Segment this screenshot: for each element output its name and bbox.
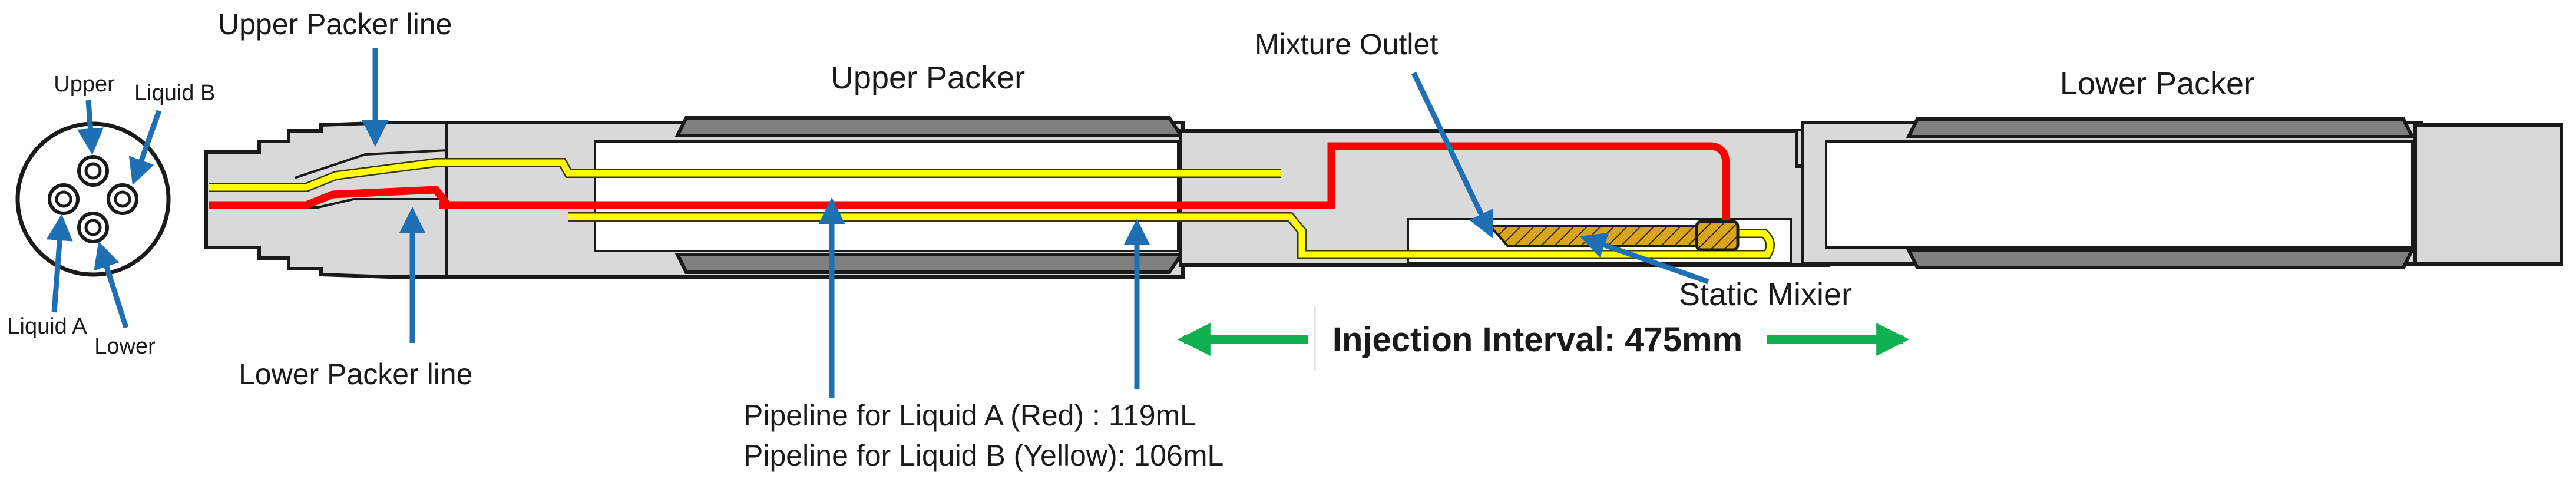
label-liquid-a: Liquid A (7, 314, 87, 339)
label-pipeline-b: Pipeline for Liquid B (Yellow): 106mL (743, 439, 1223, 472)
label-pipeline-a: Pipeline for Liquid A (Red) : 119mL (743, 399, 1196, 432)
arrow-upper (77, 100, 104, 155)
arrow-mixture-outlet (1411, 72, 1493, 239)
label-lower: Lower (94, 334, 156, 359)
port-lower (77, 212, 109, 243)
lower-packer-element (1906, 117, 2415, 138)
upper-packer-line (294, 149, 448, 179)
label-mixture-outlet: Mixture Outlet (1255, 28, 1438, 61)
port-upper (77, 155, 109, 187)
liquid-b-pipeline (209, 158, 1775, 259)
lower-packer-bore (1825, 140, 2413, 249)
cross-section-view: Upper Liquid B Liquid A Lower (7, 72, 215, 359)
lower-packer-element-bottom (1906, 248, 2415, 269)
arrow-liquid-a (46, 214, 73, 313)
static-mixer (1487, 220, 1740, 252)
port-liquid-a (48, 183, 80, 215)
arrow-lower (94, 241, 129, 329)
arrow-liquid-b (128, 110, 162, 186)
upper-packer-bore (594, 140, 1179, 252)
upper-packer-element (674, 116, 1185, 137)
label-lower-packer: Lower Packer (2060, 66, 2254, 101)
label-upper: Upper (54, 72, 115, 97)
label-upper-packer-line: Upper Packer line (218, 8, 452, 41)
upper-packer-element-bottom (674, 253, 1185, 274)
label-liquid-b: Liquid B (134, 81, 215, 105)
liquid-a-pipeline (209, 142, 1730, 229)
label-upper-packer: Upper Packer (831, 60, 1025, 95)
port-liquid-b (107, 183, 138, 215)
end-cap (2413, 123, 2563, 266)
tool-body (204, 116, 2563, 279)
label-injection-interval: Injection Interval: 475mm (1332, 321, 1742, 359)
label-lower-packer-line: Lower Packer line (239, 358, 472, 391)
arrow-static-mixer (1579, 232, 1709, 285)
